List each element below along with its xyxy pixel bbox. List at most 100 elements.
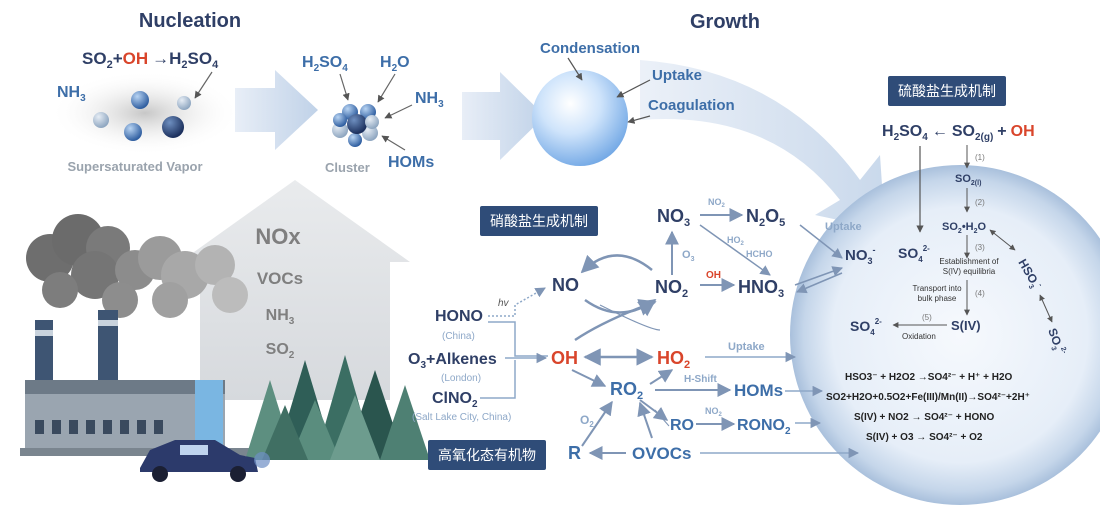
source-up-arrow	[180, 180, 410, 400]
vapor-molecule	[162, 116, 184, 138]
arrow-hno3-uptake	[794, 266, 843, 286]
arrow-cluster-4	[381, 135, 406, 151]
sulfate-so2l: SO2(l)	[955, 173, 981, 187]
label-nitrate: 硝酸盐生成机制	[480, 206, 598, 236]
nucleation-reaction: SO2+OH→H2SO4	[82, 49, 219, 71]
sulfate-step5: (5)	[922, 313, 932, 322]
arrow-cluster-2	[377, 73, 396, 103]
arrow-ro2-ro-2	[654, 409, 670, 427]
forest	[245, 355, 430, 460]
radical-homs: HOMs	[734, 381, 783, 400]
nucleation-title: Nucleation	[139, 10, 241, 32]
radical-clno2-loc: (Salt Lake City, China)	[412, 412, 511, 423]
radical-hv: hv	[498, 298, 510, 309]
sulfate-step1: (1)	[975, 153, 985, 162]
radical-o3alk: O3+Alkenes	[408, 351, 497, 371]
flow-arrow-2	[462, 72, 545, 160]
label-homs: 高氧化态有机物	[428, 440, 546, 470]
arrow-ovocs-ro2	[637, 401, 653, 439]
label-no2-small: NO2	[708, 197, 726, 209]
arrow-uptake-return	[796, 272, 843, 294]
sulfate-transport1: Transport into	[912, 284, 962, 293]
vapor-label: Supersaturated Vapor	[67, 159, 202, 174]
link-hono-oh	[488, 321, 548, 357]
radical-o3alk-loc: (London)	[441, 373, 481, 384]
arrow-oh-no2	[574, 299, 657, 342]
cluster-homs: HOMs	[388, 154, 434, 171]
arrow-r-ro2	[581, 400, 613, 447]
vapor-molecule	[124, 123, 142, 141]
radical-o2: O2	[580, 413, 594, 429]
sulfate-so4: SO42-	[898, 244, 930, 264]
arrow-uptake	[616, 79, 651, 98]
radical-ho2: HO2	[657, 348, 690, 371]
nitrate-n2o5: N2O5	[746, 206, 785, 229]
sulfate-rxn2: SO2+H2O+0.5O2+Fe(III)/Mn(II)→SO4²⁻+2H⁺	[826, 392, 1030, 403]
vapor-molecule	[93, 112, 109, 128]
sulfate-step2: (2)	[975, 198, 985, 207]
arrow-no3-hno3	[699, 224, 771, 276]
label-o3: O3	[682, 249, 695, 263]
growth-uptake: Uptake	[652, 67, 702, 84]
vapor-molecule	[131, 91, 149, 109]
flow-arrow-3	[640, 60, 885, 230]
vapor-cloud	[50, 71, 240, 155]
arrow-hso3-so3	[1039, 294, 1053, 323]
source-nox: NOx	[255, 224, 301, 249]
radical-ro: RO	[670, 417, 694, 434]
growth-title: Growth	[690, 11, 760, 33]
sulfate-top-eq: H2SO4←SO2(g)+OH	[882, 123, 1035, 143]
arrow-no-no2-top	[580, 254, 653, 274]
arrow-cluster-1	[339, 73, 350, 101]
radical-ovocs: OVOCs	[632, 444, 692, 463]
vapor-molecule	[177, 96, 191, 110]
sulfate-oxidation: Oxidation	[902, 332, 936, 341]
radical-no2-small: NO2	[705, 406, 723, 418]
label-hcho: HCHO	[746, 249, 773, 259]
sulfate-equil1: Establishment of	[939, 257, 999, 266]
sulfate-so2h2o: SO2•H2O	[942, 221, 987, 235]
arrow-condensation	[567, 57, 583, 81]
nucleation-nh3: NH3	[57, 84, 86, 104]
arrow-hono-no	[488, 287, 546, 317]
nitrate-uptake: Uptake	[825, 221, 862, 233]
sulfate-step4: (4)	[975, 289, 985, 298]
cluster	[332, 104, 379, 147]
radical-uptake: Uptake	[728, 341, 765, 353]
arrow-h2so4-vapor	[194, 71, 213, 99]
droplet	[532, 70, 628, 166]
source-vocs: VOCs	[257, 269, 303, 288]
nitrate-no: NO	[552, 275, 579, 295]
cluster-nh3: NH3	[415, 90, 444, 110]
sulfate-equil2: S(IV) equilibria	[943, 267, 996, 276]
radical-clno2: ClNO2	[432, 390, 478, 410]
arrow-cluster-3	[384, 104, 413, 119]
source-so2: SO2	[266, 341, 295, 361]
cluster-h2o: H2O	[380, 54, 410, 74]
sulfate-rxn4: S(IV) + O3 → SO4²⁻ + O2	[866, 432, 983, 443]
growth-condensation: Condensation	[540, 40, 640, 57]
radical-rono2: RONO2	[737, 417, 791, 437]
nitrate-no2: NO2	[655, 277, 688, 300]
radical-hono-loc: (China)	[442, 331, 475, 342]
nitrate-hno3: HNO3	[738, 277, 784, 300]
sulfate-so4b: SO42-	[850, 317, 882, 337]
nitrate-no3m: NO3-	[845, 245, 876, 266]
radical-oh: OH	[551, 348, 578, 368]
cluster-h2so4: H2SO4	[302, 54, 348, 74]
label-oh-small: OH	[706, 270, 721, 281]
nitrate-no3: NO3	[657, 206, 690, 229]
aerosol-particle	[790, 165, 1100, 505]
arrow-no-curve	[599, 304, 661, 331]
link-clno2-oh	[480, 360, 516, 399]
sulfate-rxn3: S(IV) + NO2 → SO4²⁻ + HONO	[854, 412, 995, 423]
sulfate-step3: (3)	[975, 243, 985, 252]
arrow-ro2-ho2	[649, 369, 674, 385]
radical-r: R	[568, 443, 581, 463]
arrow-oh-ro2	[571, 369, 607, 387]
label-sulfate: 硫酸盐生成机制	[888, 76, 1006, 106]
factory	[20, 310, 260, 456]
arrow-so2h2o-hso3	[989, 229, 1016, 251]
